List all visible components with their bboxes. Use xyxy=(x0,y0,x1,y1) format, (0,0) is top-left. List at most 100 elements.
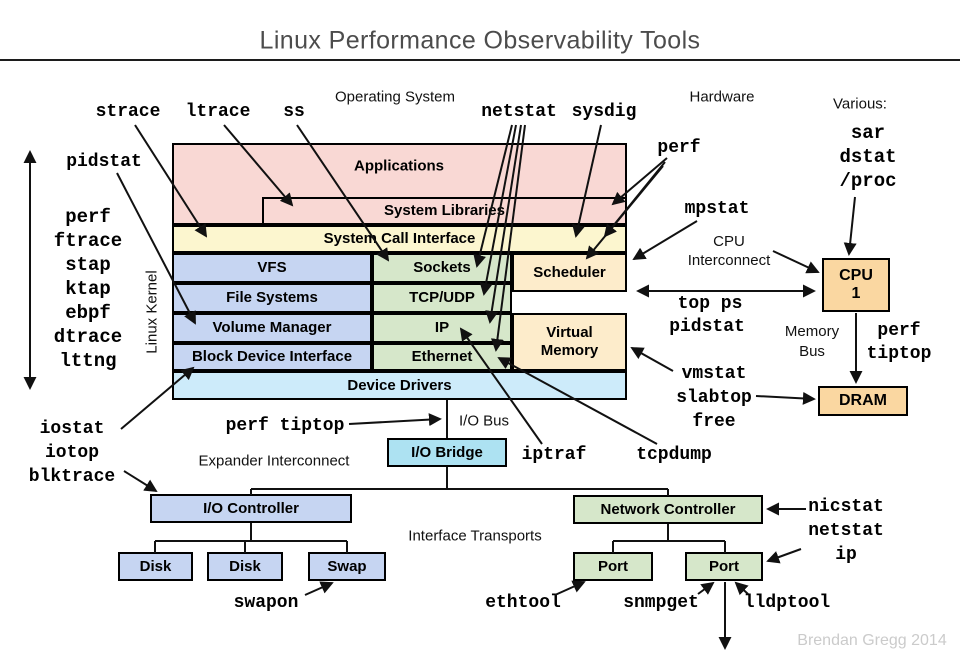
tracer-tools-list: perf ftrace stap ktap ebpf dtrace lttng xyxy=(54,205,122,373)
cpu-label-line2: 1 xyxy=(851,285,861,302)
interface-transports-label: Interface Transports xyxy=(408,527,542,545)
hardware-label: Hardware xyxy=(689,88,755,106)
tool-netstat-nic: netstat xyxy=(808,521,884,541)
scheduler-label: Scheduler xyxy=(533,263,606,281)
tool-netstat-top: netstat xyxy=(481,102,557,122)
tool-swapon: swapon xyxy=(233,593,299,613)
box-swap: Swap xyxy=(308,552,386,581)
box-system-libraries: System Libraries xyxy=(262,197,627,225)
sockets-label: Sockets xyxy=(413,259,471,276)
tool-tcpdump: tcpdump xyxy=(636,445,712,465)
tool-ethtool: ethtool xyxy=(485,593,561,613)
tool-iostat: iostat xyxy=(39,419,105,439)
tool-dstat: dstat xyxy=(839,146,897,168)
box-block-device-interface: Block Device Interface xyxy=(172,343,372,371)
box-scheduler: Scheduler xyxy=(512,253,627,292)
various-tools-list: sar dstat /proc xyxy=(839,121,896,193)
tool-sar: sar xyxy=(850,122,886,144)
arrow-free-to-dram xyxy=(755,391,816,405)
tool-ftrace: ftrace xyxy=(53,230,123,252)
tcp-udp-label: TCP/UDP xyxy=(409,289,475,306)
vfs-label: VFS xyxy=(257,259,287,276)
tool-top-ps: top ps xyxy=(677,294,743,314)
cpu-interconnect-line1: CPU xyxy=(713,233,745,250)
memory-tools-list: vmstat slabtop free xyxy=(676,362,752,434)
arrow-swapon-to-swap xyxy=(304,581,334,596)
memory-bus-tools-list: perf tiptop xyxy=(867,320,932,366)
memory-bus-label: Memory Bus xyxy=(785,322,839,362)
arrow-vmstat-to-virtual-memory xyxy=(630,347,674,372)
memory-bus-line2: Bus xyxy=(799,343,825,360)
box-cpu-1: CPU 1 xyxy=(822,258,890,312)
tool-tiptop-mem: tiptop xyxy=(866,344,932,364)
tool-ltrace: ltrace xyxy=(185,102,251,122)
box-disk-1: Disk xyxy=(118,552,193,581)
operating-system-label: Operating System xyxy=(334,88,456,106)
disk-2-label: Disk xyxy=(229,557,261,575)
port-1-label: Port xyxy=(598,557,628,575)
tool-strace: strace xyxy=(95,102,161,122)
tool-nicstat: nicstat xyxy=(808,497,884,517)
box-sockets: Sockets xyxy=(372,253,512,283)
box-device-drivers: Device Drivers xyxy=(172,371,627,400)
io-controller-label: I/O Controller xyxy=(203,499,299,517)
box-port-2: Port xyxy=(685,552,763,581)
box-virtual-memory: Virtual Memory xyxy=(512,313,627,371)
tool-ss: ss xyxy=(283,102,305,122)
box-ethernet: Ethernet xyxy=(372,343,512,371)
io-bus-label: I/O Bus xyxy=(458,412,510,430)
disk-1-label: Disk xyxy=(139,557,172,575)
tool-blktrace: blktrace xyxy=(28,467,116,487)
arrow-perf-tiptop-to-io-bus xyxy=(348,413,442,427)
arrow-blktrace-to-io-controller xyxy=(123,470,158,493)
cpu-interconnect-line2: Interconnect xyxy=(687,252,771,269)
swap-label: Swap xyxy=(327,557,367,575)
tool-perf-hw: perf xyxy=(657,138,701,158)
box-port-1: Port xyxy=(573,552,653,581)
box-disk-2: Disk xyxy=(207,552,283,581)
memory-bus-line1: Memory xyxy=(784,323,840,340)
cpu-interconnect-label: CPU Interconnect xyxy=(688,232,771,270)
io-bridge-label: I/O Bridge xyxy=(411,443,483,461)
page-title: Linux Performance Observability Tools xyxy=(259,26,701,55)
tool-perf-tiptop-io: perf tiptop xyxy=(225,416,345,436)
tool-lldptool: lldptool xyxy=(743,593,831,613)
tool-stap: stap xyxy=(65,254,111,276)
tool-dtrace: dtrace xyxy=(53,326,123,348)
credit-text: Brendan Gregg 2014 xyxy=(797,632,947,649)
box-system-call-interface: System Call Interface xyxy=(172,225,627,253)
ethernet-label: Ethernet xyxy=(411,348,473,365)
tool-iotop: iotop xyxy=(44,443,100,463)
linux-kernel-label: Linux Kernel xyxy=(143,270,161,354)
tool-free: free xyxy=(692,412,736,432)
arrow-interconnect-to-cpu xyxy=(772,250,820,274)
tool-lttng: lttng xyxy=(59,350,117,372)
tool-ktap: ktap xyxy=(65,278,111,300)
tool-iptraf: iptraf xyxy=(521,445,587,465)
tool-vmstat: vmstat xyxy=(681,364,747,384)
block-device-interface-label: Block Device Interface xyxy=(191,348,353,365)
box-io-bridge: I/O Bridge xyxy=(387,438,507,467)
tool-sysdig: sysdig xyxy=(571,102,637,122)
tool-ebpf: ebpf xyxy=(65,302,111,324)
arrow-ip-to-port xyxy=(766,548,802,564)
ip-label: IP xyxy=(434,319,450,336)
tool-perf-mem: perf xyxy=(877,321,921,341)
port-2-label: Port xyxy=(709,557,739,575)
arrow-various-to-cpu xyxy=(843,196,857,256)
cpu-label-line1: CPU xyxy=(839,267,873,284)
title-divider xyxy=(0,59,960,61)
disk-tools-list: iostat iotop blktrace xyxy=(29,417,115,489)
box-volume-manager: Volume Manager xyxy=(172,313,372,343)
tool-pidstat-right: pidstat xyxy=(669,317,745,337)
dram-label: DRAM xyxy=(839,392,887,409)
tool-mpstat: mpstat xyxy=(684,199,750,219)
expander-interconnect-label: Expander Interconnect xyxy=(198,452,350,470)
system-libraries-label: System Libraries xyxy=(384,202,505,219)
file-systems-label: File Systems xyxy=(226,289,318,306)
applications-label: Applications xyxy=(353,157,445,175)
box-file-systems: File Systems xyxy=(172,283,372,313)
tool-ip-nic: ip xyxy=(835,545,857,565)
volume-manager-label: Volume Manager xyxy=(212,319,332,336)
